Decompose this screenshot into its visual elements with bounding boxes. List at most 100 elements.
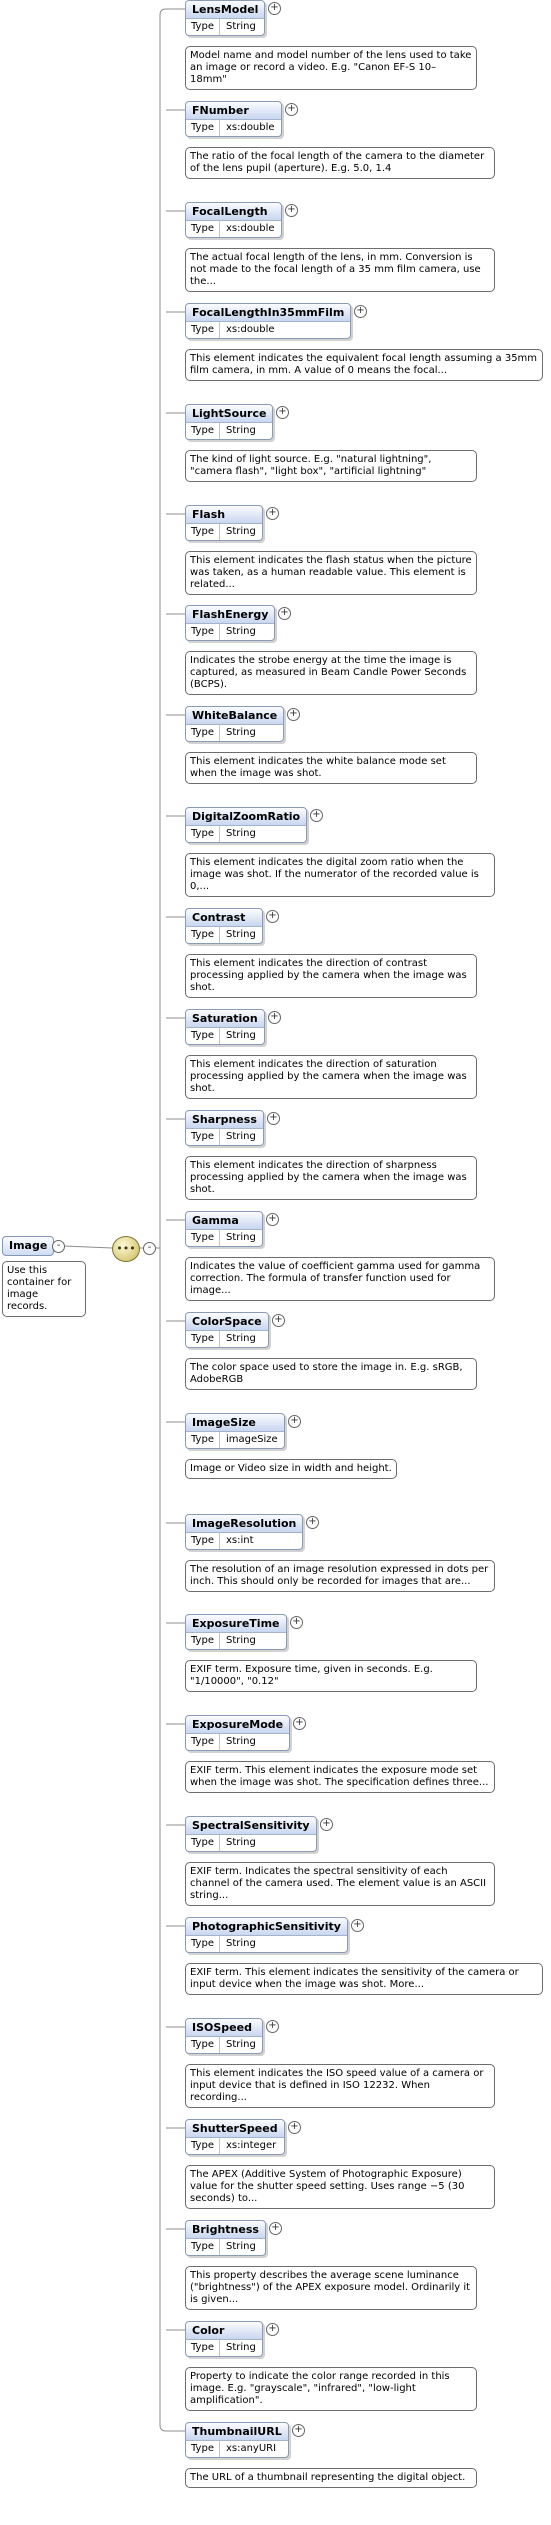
element-name[interactable]: PhotographicSensitivity (186, 1918, 347, 1936)
element-name[interactable]: LightSource (186, 405, 273, 423)
root-element[interactable]: Image Use this container for image recor… (2, 1236, 86, 1317)
expand-icon[interactable]: + (288, 1415, 301, 1428)
element-name[interactable]: SpectralSensitivity (186, 1817, 316, 1835)
element-name[interactable]: FocalLength (186, 203, 281, 221)
root-element-name[interactable]: Image (2, 1236, 55, 1256)
expand-icon[interactable]: + (276, 406, 289, 419)
element-name[interactable]: FocalLengthIn35mmFilm (186, 304, 351, 322)
expand-icon[interactable]: + (292, 2424, 305, 2437)
expand-icon[interactable]: + (293, 1717, 306, 1730)
element-name[interactable]: ColorSpace (186, 1313, 268, 1331)
expand-icon[interactable]: + (272, 1314, 285, 1327)
element-name[interactable]: ExposureTime (186, 1615, 286, 1633)
element-name[interactable]: ISOSpeed (186, 2019, 262, 2037)
expand-icon[interactable]: + (351, 1919, 364, 1932)
element-name[interactable]: WhiteBalance (186, 707, 284, 725)
element-name[interactable]: ImageResolution (186, 1515, 303, 1533)
element-name[interactable]: DigitalZoomRatio (186, 808, 307, 826)
root-collapse-icon[interactable]: - (52, 1240, 65, 1253)
expand-icon[interactable]: + (278, 607, 291, 620)
expand-icon[interactable]: + (285, 103, 298, 116)
element-name[interactable]: Gamma (186, 1212, 262, 1230)
element-name[interactable]: FlashEnergy (186, 606, 275, 624)
element-name[interactable]: Brightness (186, 2221, 265, 2239)
expand-icon[interactable]: + (310, 809, 323, 822)
expand-icon[interactable]: + (320, 1818, 333, 1831)
expand-icon[interactable]: + (287, 708, 300, 721)
expand-icon[interactable]: + (266, 507, 279, 520)
element-name[interactable]: Color (186, 2322, 262, 2340)
expand-icon[interactable]: + (266, 2020, 279, 2033)
element-name[interactable]: FNumber (186, 102, 281, 120)
element-name[interactable]: ShutterSpeed (186, 2120, 284, 2138)
expand-icon[interactable]: + (268, 2, 281, 15)
expand-icon[interactable]: + (267, 1112, 280, 1125)
element-name[interactable]: Saturation (186, 1010, 264, 1028)
expand-icon[interactable]: + (354, 305, 367, 318)
element-name[interactable]: ExposureMode (186, 1716, 290, 1734)
expand-icon[interactable]: + (266, 1213, 279, 1226)
element-name[interactable]: ThumbnailURL (186, 2423, 288, 2441)
element-name[interactable]: Contrast (186, 909, 262, 927)
element-name[interactable]: LensModel (186, 1, 265, 19)
element-name[interactable]: Sharpness (186, 1111, 263, 1129)
element-name[interactable]: Flash (186, 506, 262, 524)
expand-icon[interactable]: + (306, 1516, 319, 1529)
expand-icon[interactable]: + (290, 1616, 303, 1629)
sequence-collapse-icon[interactable]: - (143, 1242, 156, 1255)
expand-icon[interactable]: + (266, 2323, 279, 2336)
expand-icon[interactable]: + (285, 204, 298, 217)
expand-icon[interactable]: + (269, 2222, 282, 2235)
expand-icon[interactable]: + (268, 1011, 281, 1024)
element-name[interactable]: ImageSize (186, 1414, 284, 1432)
expand-icon[interactable]: + (288, 2121, 301, 2134)
